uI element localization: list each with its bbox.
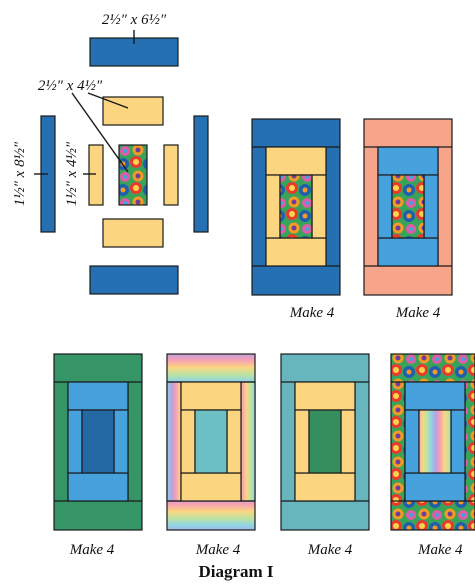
dim-label-middle-strip: 2½″ x 4½″ — [38, 78, 103, 94]
block-caption-5: Make 4 — [307, 542, 353, 558]
block-caption-6: Make 4 — [417, 542, 463, 558]
quilt-block-3 — [54, 354, 142, 530]
block-caption-4: Make 4 — [195, 542, 241, 558]
bottom-strip-piece — [90, 266, 178, 294]
quilt-block-2 — [364, 119, 452, 295]
dim-label-side-long: 1½″ x 8½″ — [12, 141, 28, 206]
left-inner-strip — [89, 145, 103, 205]
right-outer-strip — [194, 116, 208, 232]
right-inner-strip — [164, 145, 178, 205]
quilt-block-1 — [252, 119, 340, 295]
center-print-piece — [119, 145, 147, 205]
top-middle-piece — [103, 97, 163, 125]
quilt-block-4 — [167, 354, 255, 530]
diagram-title: Diagram I — [198, 562, 273, 581]
block-caption-1: Make 4 — [289, 305, 335, 321]
dim-label-side-short: 1½″ x 4½″ — [64, 141, 80, 206]
quilt-block-6 — [391, 354, 475, 530]
dim-label-top-strip: 2½″ x 6½″ — [102, 12, 167, 28]
quilt-block-5 — [281, 354, 369, 530]
block-caption-2: Make 4 — [395, 305, 441, 321]
bottom-middle-piece — [103, 219, 163, 247]
block-caption-3: Make 4 — [69, 542, 115, 558]
